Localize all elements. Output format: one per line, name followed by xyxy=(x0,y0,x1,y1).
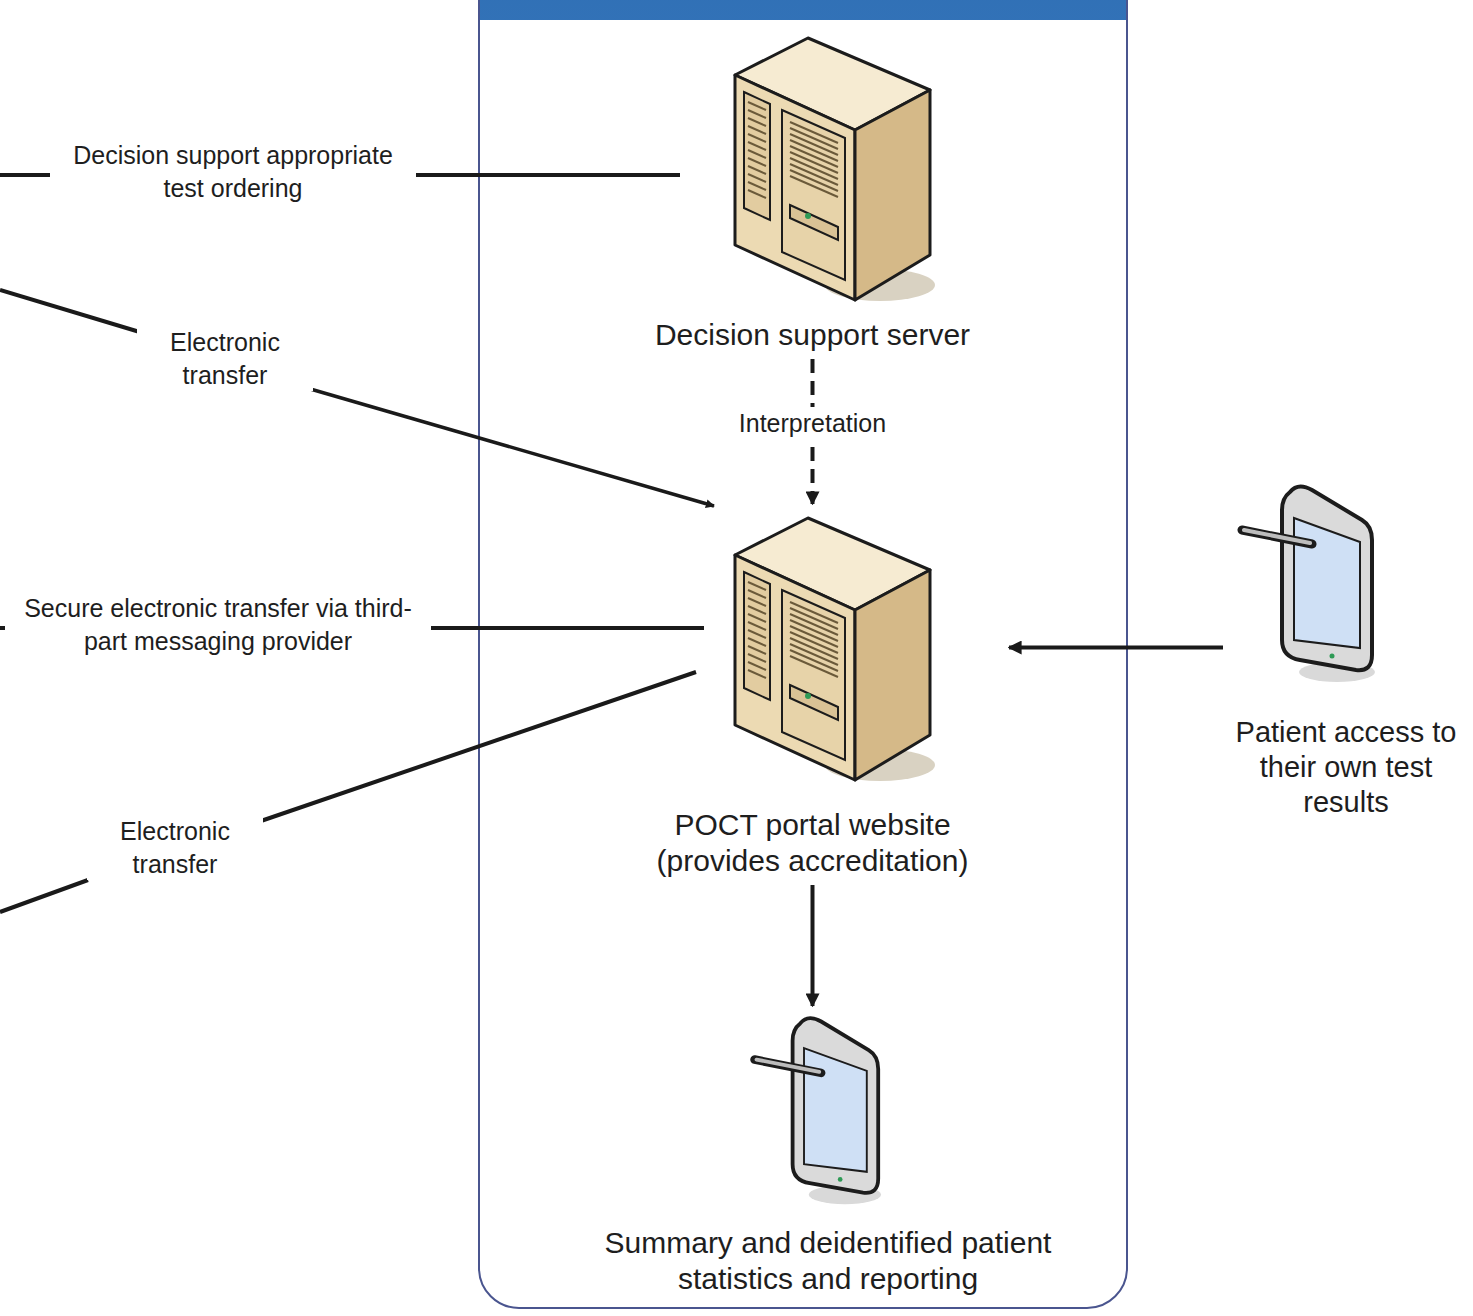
server-node: POCT portal website (provides accreditat… xyxy=(620,510,1005,879)
leader-lines xyxy=(0,175,714,912)
flow-label: Electronic transfer xyxy=(137,326,313,391)
panel-band xyxy=(479,0,1127,20)
flow-label: Electronic transfer xyxy=(87,815,263,880)
node-caption: Patient access to their own test results xyxy=(1227,715,1465,819)
server-icon xyxy=(640,510,1025,785)
flow-arrow xyxy=(811,885,815,1006)
system-panel xyxy=(479,0,1127,1308)
flow-arrow xyxy=(1009,646,1223,650)
device-node: Summary and deidentified patient statist… xyxy=(560,1012,1096,1297)
node-caption: Summary and deidentified patient statist… xyxy=(560,1225,1096,1297)
tablet-icon xyxy=(1185,480,1423,685)
device-node: Patient access to their own test results xyxy=(1227,480,1465,819)
flow-label: Secure electronic transfer via third-par… xyxy=(5,592,431,657)
server-node: Decision support server xyxy=(620,30,1005,353)
node-caption: POCT portal website (provides accreditat… xyxy=(620,807,1005,879)
tablet-icon xyxy=(546,1012,1082,1207)
server-icon xyxy=(640,30,1025,305)
node-caption: Decision support server xyxy=(620,317,1005,353)
flow-label: Decision support appropriate test orderi… xyxy=(50,139,416,204)
edge-label: Interpretation xyxy=(736,407,889,440)
